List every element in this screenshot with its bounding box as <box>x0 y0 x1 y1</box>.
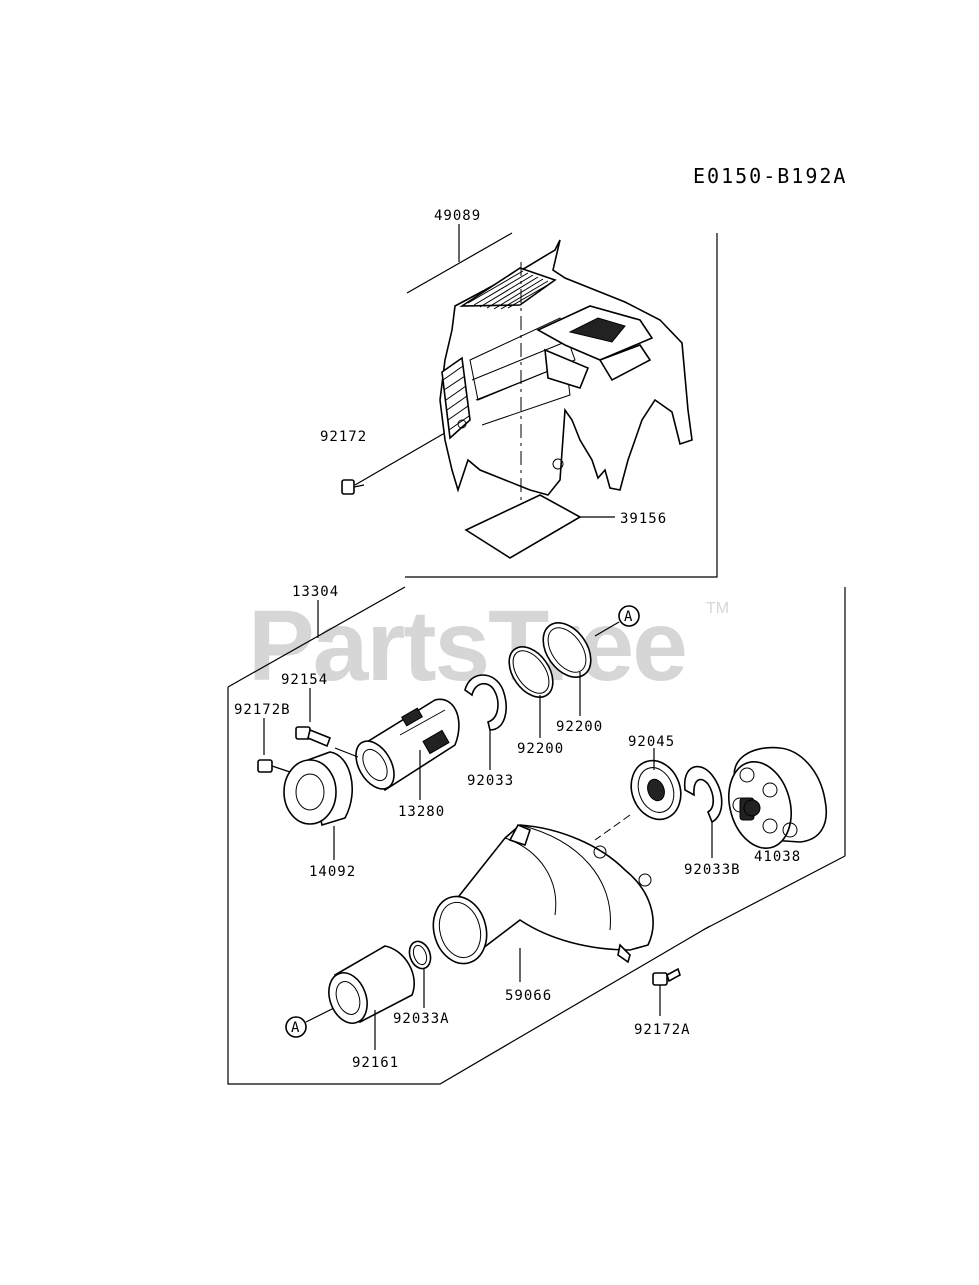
clutch-drum-41038[interactable] <box>720 746 827 856</box>
label-92172a: 92172A <box>634 1022 691 1038</box>
trademark: TM <box>706 600 729 617</box>
circlip-92033a[interactable] <box>406 938 434 971</box>
screw-92172b[interactable] <box>257 759 291 773</box>
label-13304: 13304 <box>292 584 339 600</box>
collar-14092[interactable] <box>283 751 353 827</box>
label-92033: 92033 <box>467 773 514 789</box>
bolt-92154[interactable] <box>295 726 359 758</box>
ref-marker-a-bottom: A <box>285 1004 341 1038</box>
label-59066: 59066 <box>505 988 552 1004</box>
label-92172b: 92172B <box>234 702 291 718</box>
label-92200-outer: 92200 <box>556 719 603 735</box>
label-49089: 49089 <box>434 208 481 224</box>
label-92200-inner: 92200 <box>517 741 564 757</box>
label-92033a: 92033A <box>393 1011 450 1027</box>
shim-92200-inner[interactable] <box>500 639 562 706</box>
gear-case-59066[interactable] <box>426 823 654 970</box>
label-92172: 92172 <box>320 429 367 445</box>
ref-marker-a-top: A <box>594 605 640 637</box>
circlip-92033b[interactable] <box>684 765 723 824</box>
svg-text:A: A <box>291 1020 300 1036</box>
label-92161: 92161 <box>352 1055 399 1071</box>
cover-group-frame <box>405 232 718 578</box>
sleeve-92161[interactable] <box>322 945 415 1029</box>
label-92154: 92154 <box>281 672 328 688</box>
label-92033b: 92033B <box>684 862 741 878</box>
label-41038: 41038 <box>754 849 801 865</box>
screw-92172a[interactable] <box>652 967 681 986</box>
label-plate[interactable] <box>464 494 582 559</box>
svg-text:A: A <box>624 609 633 625</box>
shim-92200-outer[interactable] <box>533 614 600 686</box>
label-39156: 39156 <box>620 511 667 527</box>
label-14092: 14092 <box>309 864 356 880</box>
clutch-group-frame <box>227 586 846 1085</box>
bearing-92045[interactable] <box>623 754 689 827</box>
engine-cover[interactable] <box>439 239 693 496</box>
diagram-code: E0150-B192A <box>693 164 847 188</box>
label-92045: 92045 <box>628 734 675 750</box>
screw-92172[interactable] <box>341 479 365 495</box>
pinion-13280[interactable] <box>348 698 460 795</box>
circlip-92033[interactable] <box>464 674 507 731</box>
label-13280: 13280 <box>398 804 445 820</box>
